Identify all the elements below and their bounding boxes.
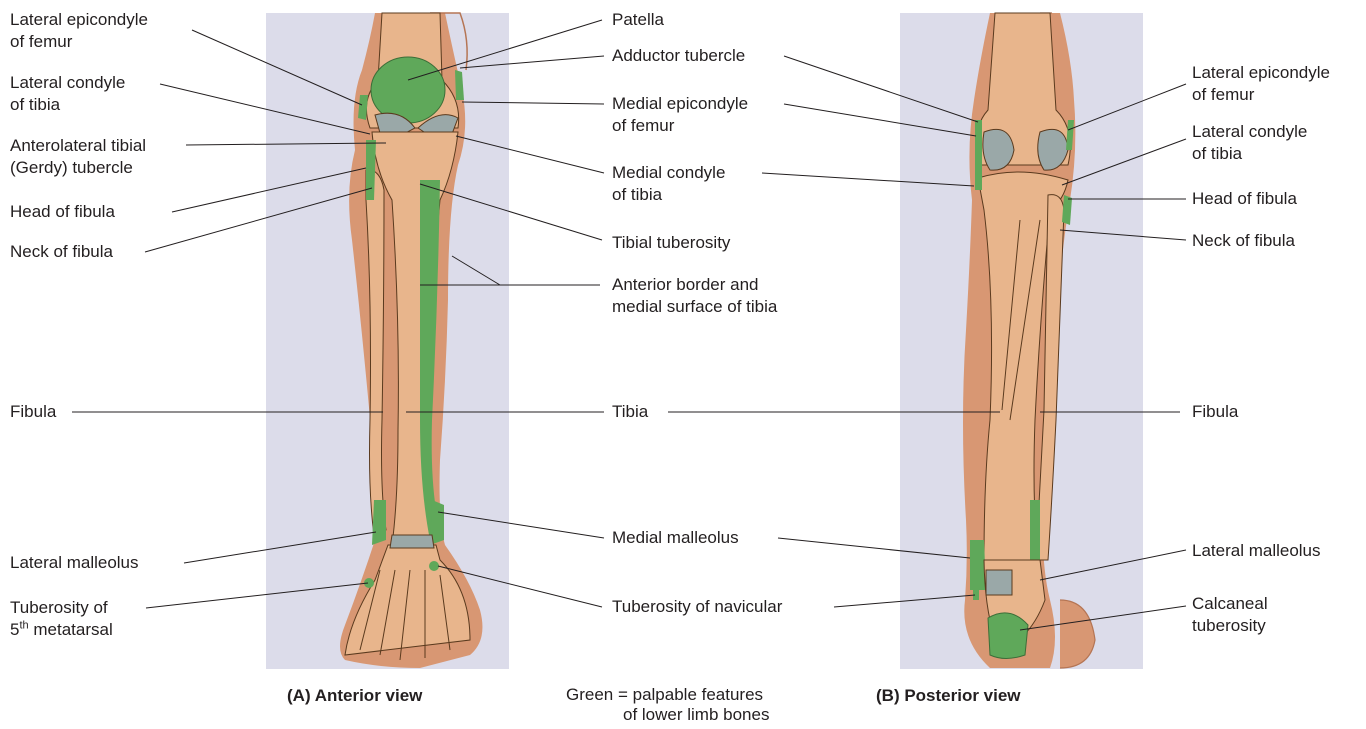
label-lateral-malleolus-posterior: Lateral malleolus — [1192, 540, 1321, 562]
label-fibula-anterior: Fibula — [10, 401, 56, 423]
label-neck-fibula-anterior: Neck of fibula — [10, 241, 113, 263]
caption-posterior-view: (B) Posterior view — [876, 685, 1021, 707]
legend: Green = palpable features of lower limb … — [566, 685, 769, 725]
label-lateral-condyle-tibia-anterior: Lateral condyle of tibia — [10, 72, 125, 116]
label-patella: Patella — [612, 9, 664, 31]
label-lateral-epicondyle-femur-anterior: Lateral epicondyle of femur — [10, 9, 148, 53]
label-tibia: Tibia — [612, 401, 648, 423]
label-neck-fibula-posterior: Neck of fibula — [1192, 230, 1295, 252]
label-medial-condyle-tibia: Medial condyle of tibia — [612, 162, 725, 206]
label-gerdy-tubercle: Anterolateral tibial (Gerdy) tubercle — [10, 135, 146, 179]
label-lateral-malleolus-anterior: Lateral malleolus — [10, 552, 139, 574]
caption-anterior-view: (A) Anterior view — [287, 685, 422, 707]
label-anterior-border-tibia: Anterior border and medial surface of ti… — [612, 274, 777, 318]
label-medial-epicondyle-femur: Medial epicondyle of femur — [612, 93, 748, 137]
label-lateral-epicondyle-femur-posterior: Lateral epicondyle of femur — [1192, 62, 1330, 106]
label-tuberosity-5th-metatarsal: Tuberosity of 5th metatarsal — [10, 597, 113, 641]
label-tibial-tuberosity: Tibial tuberosity — [612, 232, 730, 254]
label-calcaneal-tuberosity: Calcaneal tuberosity — [1192, 593, 1268, 637]
label-adductor-tubercle: Adductor tubercle — [612, 45, 745, 67]
label-head-fibula-posterior: Head of fibula — [1192, 188, 1297, 210]
label-head-fibula-anterior: Head of fibula — [10, 201, 115, 223]
label-lateral-condyle-tibia-posterior: Lateral condyle of tibia — [1192, 121, 1307, 165]
label-tuberosity-navicular: Tuberosity of navicular — [612, 596, 782, 618]
label-medial-malleolus: Medial malleolus — [612, 527, 739, 549]
label-fibula-posterior: Fibula — [1192, 401, 1238, 423]
